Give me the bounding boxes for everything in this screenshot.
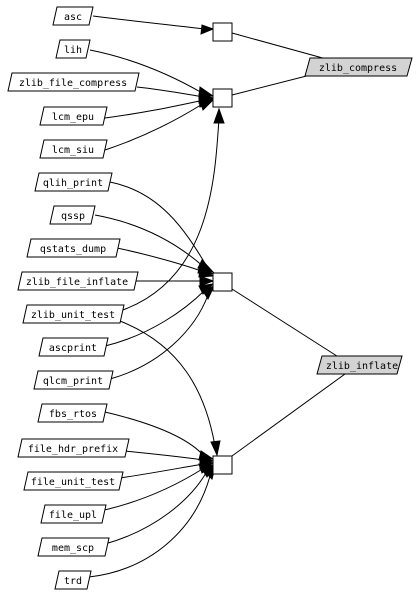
- node-shape: [316, 355, 403, 375]
- edge-ascprint: [104, 289, 206, 347]
- node-label: zlib_file_inflate: [26, 277, 128, 288]
- edge-lcm-siu: [104, 102, 205, 151]
- node-label: asc: [64, 12, 82, 23]
- node-qssp: qssp: [49, 205, 96, 225]
- edge-mem-scp: [104, 472, 207, 545]
- target-nodes: zlib_compress zlib_inflate: [304, 57, 413, 375]
- edge-lih: [89, 49, 205, 95]
- arrowhead: [202, 284, 216, 301]
- node-label: file_hdr_prefix: [28, 444, 118, 455]
- edges: [88, 15, 346, 578]
- node-label: qlih_print: [43, 178, 103, 189]
- edge-file-upl: [99, 467, 205, 512]
- edge-junction4-zlib-inflate: [231, 373, 346, 457]
- node-label: zlib_file_compress: [19, 78, 127, 89]
- node-label: qstats_dump: [40, 244, 106, 255]
- edge-zlib-unit-test-up: [119, 117, 220, 312]
- node-label: zlib_compress: [319, 63, 397, 74]
- node-mem-scp: mem_scp: [37, 537, 110, 557]
- node-lcm-siu: lcm_siu: [39, 139, 108, 159]
- arrowhead: [198, 267, 215, 278]
- arrowhead: [199, 99, 215, 111]
- node-shape: [39, 139, 108, 159]
- node-trd: trd: [54, 570, 92, 590]
- edge-qssp: [94, 214, 206, 269]
- edge-fbs-rtos: [104, 411, 205, 457]
- edge-junction3-zlib-inflate: [231, 288, 341, 359]
- node-label: qlcm_print: [43, 376, 103, 387]
- edge-qstats-dump: [116, 247, 205, 273]
- node-label: lcm_epu: [52, 112, 94, 123]
- node-shape: [38, 337, 109, 357]
- node-shape: [33, 370, 114, 390]
- junction-box: [212, 22, 233, 42]
- node-qstats-dump: qstats_dump: [26, 238, 121, 258]
- node-label: lcm_siu: [52, 145, 94, 156]
- node-shape: [37, 537, 110, 557]
- node-file-hdr-prefix: file_hdr_prefix: [17, 438, 130, 458]
- node-shape: [304, 57, 413, 77]
- node-shape: [55, 39, 91, 59]
- node-shape: [23, 471, 124, 491]
- node-label: fbs_rtos: [49, 409, 97, 420]
- junction-box: [212, 455, 233, 475]
- edge-asc: [92, 15, 205, 30]
- node-fbs-rtos: fbs_rtos: [37, 403, 108, 423]
- node-file-upl: file_upl: [40, 504, 107, 524]
- node-label: file_upl: [49, 510, 97, 521]
- node-qlih-print: qlih_print: [34, 172, 113, 192]
- junction-box: [212, 272, 233, 292]
- node-zlib-compress: zlib_compress: [304, 57, 413, 77]
- node-shape: [22, 304, 125, 324]
- arrowhead: [210, 440, 221, 457]
- node-shape: [26, 238, 121, 258]
- edge-junction1-zlib-compress: [231, 32, 331, 61]
- node-label: trd: [64, 576, 82, 587]
- edge-qlcm-print: [109, 294, 209, 380]
- node-label: qssp: [61, 211, 85, 222]
- node-asc: asc: [52, 6, 94, 26]
- node-lih: lih: [55, 39, 91, 59]
- node-label: mem_scp: [52, 543, 94, 554]
- node-zlib-file-inflate: zlib_file_inflate: [17, 271, 139, 291]
- node-shape: [52, 6, 94, 26]
- node-shape: [34, 172, 113, 192]
- edge-zlib-unit-test-down: [119, 320, 216, 447]
- node-shape: [37, 403, 108, 423]
- junctions: [212, 22, 233, 475]
- node-shape: [39, 106, 108, 126]
- edge-trd: [88, 475, 211, 578]
- node-label: zlib_unit_test: [31, 310, 115, 321]
- node-zlib-file-compress: zlib_file_compress: [7, 72, 140, 92]
- node-shape: [49, 205, 96, 225]
- node-shape: [17, 438, 130, 458]
- node-qlcm-print: qlcm_print: [33, 370, 114, 390]
- node-lcm-epu: lcm_epu: [39, 106, 108, 126]
- node-zlib-unit-test: zlib_unit_test: [22, 304, 125, 324]
- edge-qlih-print: [109, 181, 207, 266]
- node-label: zlib_inflate: [326, 361, 398, 372]
- node-shape: [17, 271, 139, 291]
- node-zlib-inflate: zlib_inflate: [316, 355, 403, 375]
- arrowheads: [197, 24, 225, 480]
- junction-box: [212, 88, 233, 108]
- arrowhead: [213, 107, 225, 124]
- arrowhead: [200, 24, 215, 35]
- node-label: file_unit_test: [31, 477, 115, 488]
- node-label: ascprint: [49, 343, 97, 354]
- arrowhead: [199, 275, 215, 287]
- node-shape: [7, 72, 140, 92]
- edge-lcm-epu: [104, 99, 205, 119]
- node-shape: [54, 570, 92, 590]
- source-nodes: asc lih zlib_file_compress lcm_epu lcm_s…: [7, 6, 140, 590]
- node-label: lih: [64, 45, 82, 56]
- node-ascprint: ascprint: [38, 337, 109, 357]
- edge-file-hdr-prefix: [124, 450, 205, 461]
- node-shape: [40, 504, 107, 524]
- node-file-unit-test: file_unit_test: [23, 471, 124, 491]
